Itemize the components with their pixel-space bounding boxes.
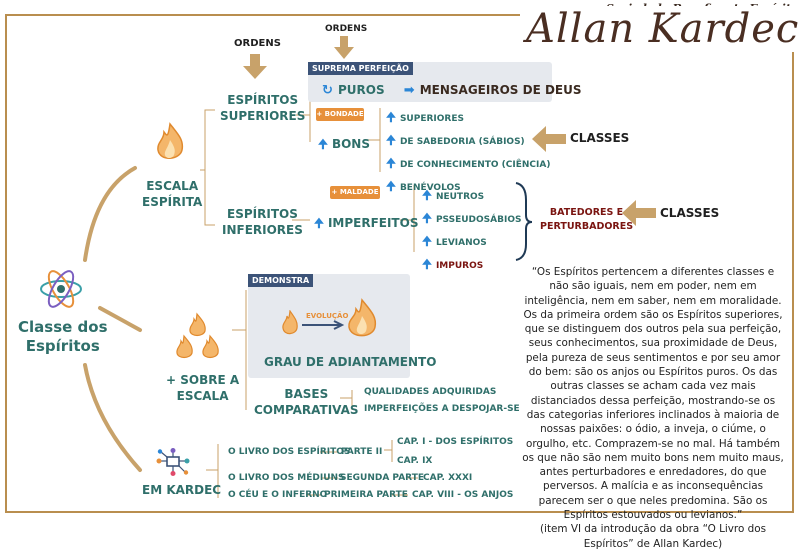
puros-row: ↻ PUROS ➡ MENSAGEIROS DE DEUS (322, 79, 581, 98)
list-item: 🠉DE CONHECIMENTO (CIÊNCIA) (386, 152, 550, 175)
imperfeitos-label: IMPERFEITOS (327, 216, 419, 230)
primeira-parte: PRIMEIRA PARTE (324, 490, 408, 500)
bons-list: 🠉SUPERIORES 🠉DE SABEDORIA (SÁBIOS) 🠉DE C… (386, 106, 550, 198)
kardec-label: EM KARDEC (142, 483, 222, 497)
bases-label: BASES COMPARATIVAS (254, 386, 359, 418)
superiores-line2: SUPERIORES (220, 109, 306, 123)
bons-label: BONS (331, 137, 370, 151)
quote-source: (item VI da introdução da obra “O Livro … (540, 523, 766, 550)
escala-label-line2: ESPÍRITA (142, 195, 203, 209)
list-item-label: SUPERIORES (399, 114, 464, 124)
inferiores-line1: ESPÍRITOS (227, 207, 298, 221)
list-item-label: LEVIANOS (435, 238, 487, 248)
list-item: 🠉NEUTROS (422, 184, 521, 207)
list-item-label: BENÉVOLOS (399, 183, 461, 193)
imperfeitos-list: 🠉NEUTROS 🠉PSSEUDOSÁBIOS 🠉LEVIANOS 🠉IMPUR… (422, 184, 521, 276)
arrow-up-icon: 🠉 (386, 133, 396, 147)
center-title: Classe dos Espíritos (18, 318, 108, 356)
batedores-label: BATEDORES E PERTURBADORES (540, 206, 633, 234)
sobre-label: + SOBRE A ESCALA (166, 372, 239, 404)
list-item: 🠉SUPERIORES (386, 106, 550, 129)
network-icon (156, 448, 190, 476)
livro-espiritos: O LIVRO DOS ESPÍRITOS (228, 447, 351, 457)
list-item: 🠉PSSEUDOSÁBIOS (422, 207, 521, 230)
list-item-label: IMPUROS (435, 261, 484, 271)
batedores-line1: BATEDORES E (549, 207, 624, 218)
list-item-label: PSSEUDOSÁBIOS (435, 215, 522, 225)
livro-mediuns: O LIVRO DOS MÉDIUNS (228, 473, 345, 483)
suprema-perfeicao-badge: SUPREMA PERFEIÇÃO (308, 62, 413, 75)
qualidades-label: QUALIDADES ADQUIRIDAS (364, 387, 497, 397)
list-item: 🠉LEVIANOS (422, 230, 521, 253)
arrow-up-icon: 🠉 (422, 211, 432, 225)
bons-row: 🠉BONS (318, 133, 370, 156)
arrow-right-icon: ➡ (403, 83, 415, 98)
arrow-up-icon: 🠉 (318, 137, 328, 151)
cap-viii: CAP. VIII - OS ANJOS (412, 490, 514, 500)
ceu-inferno: O CÉU E O INFERNO (228, 490, 328, 500)
arrow-up-icon: 🠉 (386, 179, 396, 193)
list-item-label: NEUTROS (435, 192, 485, 202)
superiores-label: ESPÍRITOS SUPERIORES (220, 92, 305, 124)
puros-label: PUROS (338, 83, 385, 97)
grau-label: GRAU DE ADIANTAMENTO (264, 355, 437, 369)
center-title-line2: Espíritos (25, 337, 100, 355)
allan-kardec-signature: Allan Kardec (520, 6, 800, 52)
inferiores-line2: INFERIORES (222, 223, 303, 237)
sobre-label-line1: + SOBRE A (166, 373, 240, 387)
arrow-left-icon (622, 200, 656, 226)
arrow-left-icon (532, 126, 566, 152)
ordens-left-label: ORDENS (234, 38, 281, 49)
kardec-quote: “Os Espíritos pertencem a diferentes cla… (522, 265, 784, 551)
evolution-arrow-icon (302, 320, 345, 330)
cap-ix: CAP. IX (397, 456, 433, 466)
quote-text: “Os Espíritos pertencem a diferentes cla… (522, 266, 784, 522)
arrow-up-icon: 🠉 (422, 257, 432, 271)
list-item: 🠉DE SABEDORIA (SÁBIOS) (386, 129, 550, 152)
list-item-label: DE SABEDORIA (SÁBIOS) (399, 137, 525, 147)
center-title-line1: Classe dos (18, 318, 108, 336)
arrow-down-icon (334, 36, 354, 59)
arrow-up-icon: 🠉 (422, 188, 432, 202)
cap-xxxi: CAP. XXXI (423, 473, 473, 483)
bases-line1: BASES (284, 387, 329, 401)
parte-ii: PARTE II (341, 447, 383, 457)
flames-icon (176, 312, 219, 359)
bondade-badge: + BONDADE (316, 108, 364, 121)
mensageiros-label: MENSAGEIROS DE DEUS (419, 83, 582, 97)
classes-top-label: CLASSES (570, 131, 630, 145)
evolucao-label: EVOLUÇÃO (306, 312, 349, 320)
arrow-up-icon: 🠉 (422, 234, 432, 248)
escala-label: ESCALA ESPÍRITA (142, 178, 202, 210)
bases-line2: COMPARATIVAS (254, 403, 359, 417)
imperfeicoes-label: IMPERFEIÇÕES A DESPOJAR-SE (364, 404, 520, 414)
inferiores-label: ESPÍRITOS INFERIORES (222, 206, 303, 238)
list-item-label: DE CONHECIMENTO (CIÊNCIA) (399, 160, 551, 170)
cap-i: CAP. I - DOS ESPÍRITOS (397, 437, 514, 447)
demonstra-badge: DEMONSTRA (248, 274, 314, 287)
arrow-up-icon: 🠉 (386, 110, 396, 124)
small-flame-icon (282, 310, 298, 335)
atom-icon (40, 270, 82, 308)
refresh-icon: ↻ (322, 83, 333, 98)
page-border (5, 14, 794, 513)
segunda-parte: SEGUNDA PARTE (340, 473, 424, 483)
arrow-up-icon: 🠉 (314, 216, 324, 230)
large-flame-icon (348, 298, 377, 337)
flame-icon (157, 122, 184, 159)
connector-curves (83, 90, 533, 498)
list-item: 🠉IMPUROS (422, 253, 521, 276)
escala-label-line1: ESCALA (146, 179, 199, 193)
maldade-badge: + MALDADE (330, 186, 380, 199)
imperfeitos-row: 🠉IMPERFEITOS (314, 212, 418, 235)
sobre-label-line2: ESCALA (176, 389, 229, 403)
batedores-line2: PERTURBADORES (540, 221, 634, 232)
arrow-down-icon (243, 54, 267, 79)
superiores-line1: ESPÍRITOS (227, 93, 299, 107)
arrow-up-icon: 🠉 (386, 156, 396, 170)
ordens-top-label: ORDENS (325, 24, 368, 34)
classes-bottom-label: CLASSES (660, 206, 720, 220)
list-item: 🠉BENÉVOLOS (386, 175, 550, 198)
